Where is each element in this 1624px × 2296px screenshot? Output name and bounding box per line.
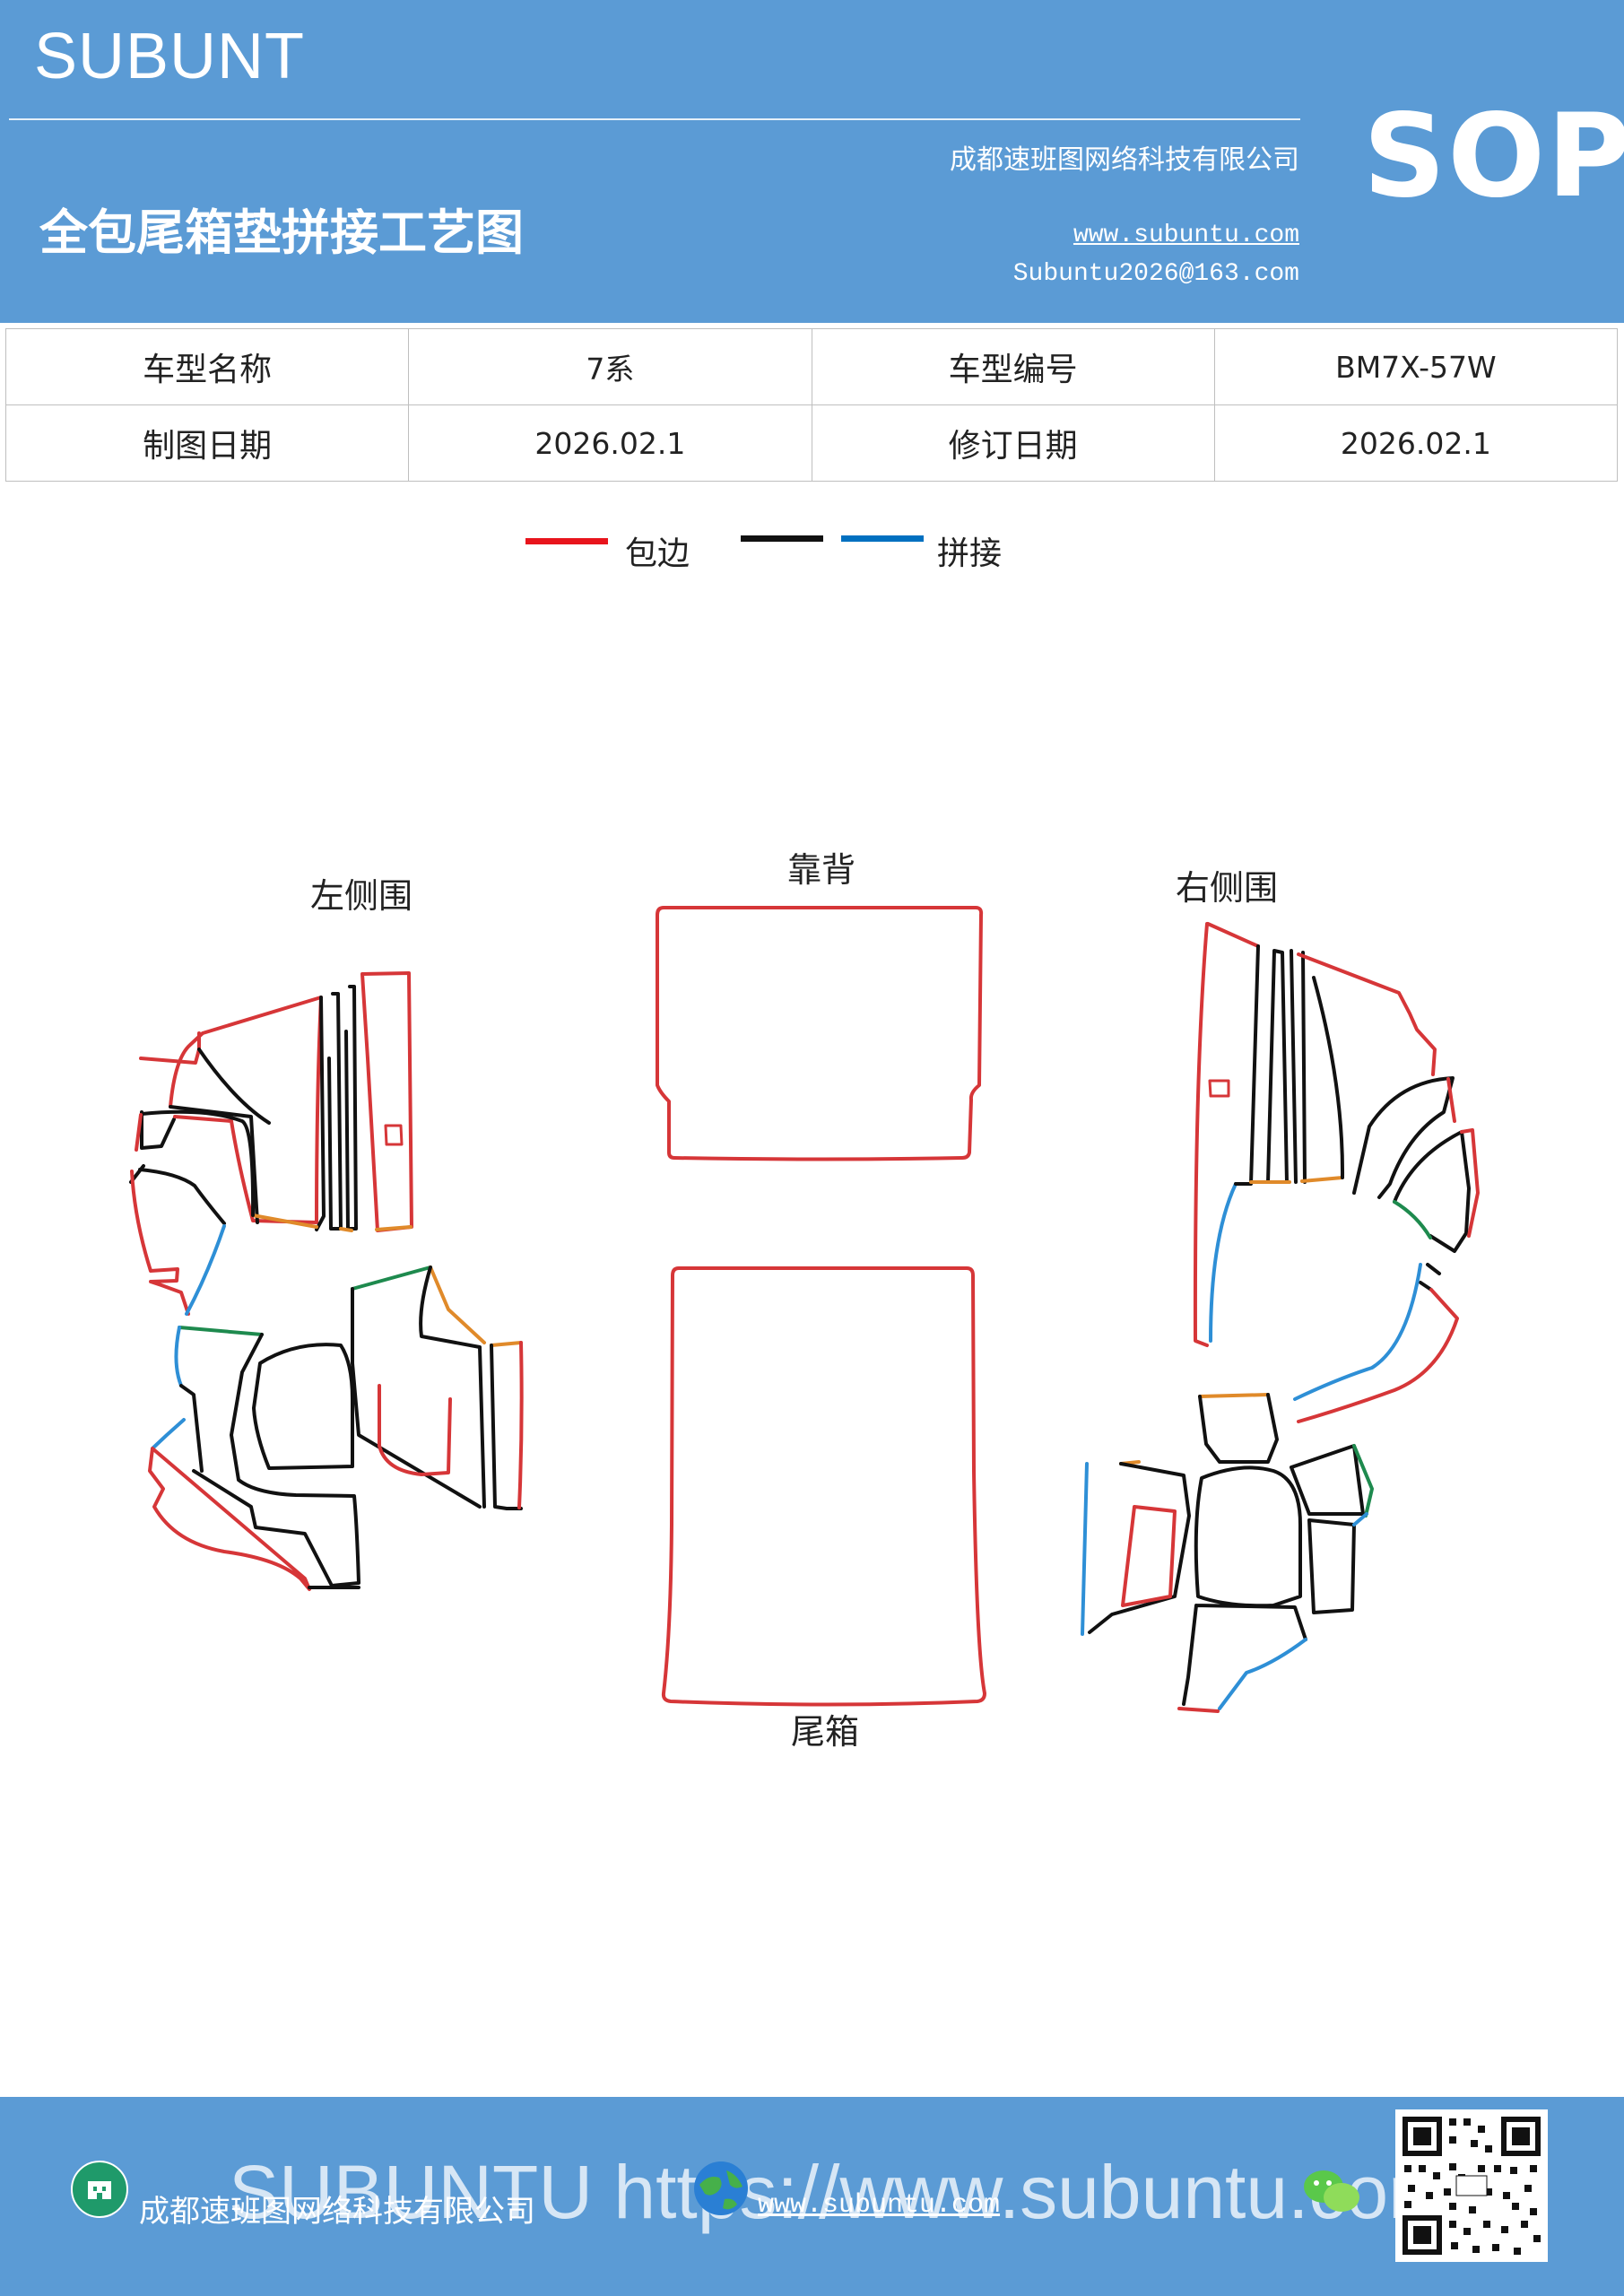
left-strips (315, 985, 358, 1231)
right-mid-seams (1419, 1263, 1441, 1292)
trunk-floor-panel (661, 1266, 986, 1707)
model-name-value: 7系 (408, 328, 812, 405)
left-upper-outline (169, 996, 323, 1224)
left-connector (179, 1384, 204, 1473)
right-orange-lower (1119, 1393, 1270, 1465)
draw-date-value: 2026.02.1 (408, 404, 812, 482)
left-lower-edge (130, 1113, 190, 1316)
left-arch-piece (252, 1343, 354, 1470)
right-splice-mid (1293, 1263, 1422, 1401)
right-strips (1234, 944, 1307, 1186)
right-inner-cutout (1121, 1505, 1177, 1607)
header-divider (9, 118, 1300, 120)
legend-label-splice: 拼接 (937, 535, 1003, 572)
left-upper-piece (139, 1031, 201, 1065)
line-legend: 包边 拼接 (0, 520, 1624, 574)
footer-banner: SUBUNTU https://www.subuntu.com 成都速班图网络科… (0, 2097, 1624, 2296)
table-row: 制图日期 2026.02.1 修订日期 2026.02.1 (4, 404, 1619, 482)
right-curve-edge (1460, 1128, 1480, 1238)
right-lower-center (1194, 1393, 1302, 1608)
right-outer-edge (1193, 922, 1260, 1347)
left-lower-rear-edge (517, 1341, 524, 1509)
right-curve-seams (1312, 976, 1455, 1199)
trunk-label: 尾箱 (791, 1712, 859, 1752)
model-name-label: 车型名称 (4, 328, 410, 405)
header-banner: SUBUNT 全包尾箱垫拼接工艺图 成都速班图网络科技有限公司 www.subu… (0, 0, 1624, 323)
model-code-value: BM7X-57W (1213, 328, 1619, 405)
draw-date-label: 制图日期 (4, 404, 410, 482)
trunk-mat-diagram: 左侧围 靠背 右侧围 尾箱 (129, 850, 1480, 1752)
right-splice-left (1081, 1462, 1089, 1636)
right-green-seam (1393, 1200, 1432, 1239)
left-seam-piece (140, 1048, 271, 1150)
brand-logo-text: SUBUNT (34, 21, 306, 92)
globe-icon (694, 2161, 748, 2215)
left-rear-strip (360, 971, 413, 1232)
email-address: Subuntu2026@163.com (1012, 260, 1299, 288)
left-splice-upper (185, 1224, 226, 1316)
table-row: 车型名称 7系 车型编号 BM7X-57W (4, 328, 1619, 405)
footer-watermark: SUBUNTU https://www.subuntu.com (229, 2150, 1452, 2234)
right-lower-pieces (1182, 1444, 1365, 1706)
right-mid-edge (1297, 1288, 1459, 1423)
backrest-panel (656, 906, 984, 1161)
footer-website-link[interactable]: www.subuntu.com (758, 2190, 1001, 2221)
legend-swatch-edge (525, 538, 608, 544)
left-bottom-edge (148, 1447, 311, 1591)
building-icon (71, 2161, 128, 2218)
legend-swatch-splice (841, 535, 924, 542)
left-side-label: 左侧围 (310, 876, 413, 916)
sop-badge: SOP (1363, 90, 1624, 223)
left-orange-joints (251, 1213, 413, 1232)
website-link[interactable]: www.subuntu.com (1073, 222, 1299, 249)
vehicle-info-table: 车型名称 7系 车型编号 BM7X-57W 制图日期 2026.02.1 修订日… (4, 328, 1619, 482)
left-inner-cutout (378, 1384, 452, 1476)
left-small-hole (384, 1124, 404, 1146)
right-splice-upper (1209, 1182, 1238, 1343)
left-seam-1 (169, 1105, 259, 1224)
left-inner-pieces (129, 1109, 256, 1225)
right-bottom-edge (1177, 1707, 1220, 1713)
document-title: 全包尾箱垫拼接工艺图 (39, 204, 524, 261)
footer-company-name: 成都速班图网络科技有限公司 (139, 2194, 535, 2230)
right-side-label: 右侧围 (1176, 868, 1278, 908)
left-lower-seams-2 (192, 1333, 360, 1587)
right-left-piece (1088, 1462, 1191, 1634)
left-green-top (351, 1265, 432, 1291)
right-green-lower (1352, 1444, 1374, 1518)
revise-date-label: 修订日期 (811, 404, 1215, 482)
backrest-label: 靠背 (787, 850, 855, 890)
left-splice-lower (151, 1326, 186, 1450)
company-name: 成都速班图网络科技有限公司 (950, 144, 1299, 176)
right-orange-joints (1249, 1176, 1344, 1184)
right-edge-stub (1446, 1077, 1456, 1123)
wechat-icon (1304, 2170, 1359, 2212)
qr-code-image (1395, 2109, 1548, 2262)
legend-label-edge: 包边 (625, 535, 690, 572)
right-curve-piece (1393, 1130, 1471, 1253)
left-green-lower (178, 1326, 264, 1336)
legend-swatch-seam (741, 535, 823, 542)
left-orange-top (429, 1265, 523, 1347)
revise-date-value: 2026.02.1 (1213, 404, 1619, 482)
right-small-hole (1208, 1079, 1230, 1098)
model-code-label: 车型编号 (811, 328, 1215, 405)
left-lower-seams (351, 1265, 523, 1510)
right-splice-lower (1218, 1512, 1368, 1710)
right-upper-edge (1297, 952, 1437, 1076)
